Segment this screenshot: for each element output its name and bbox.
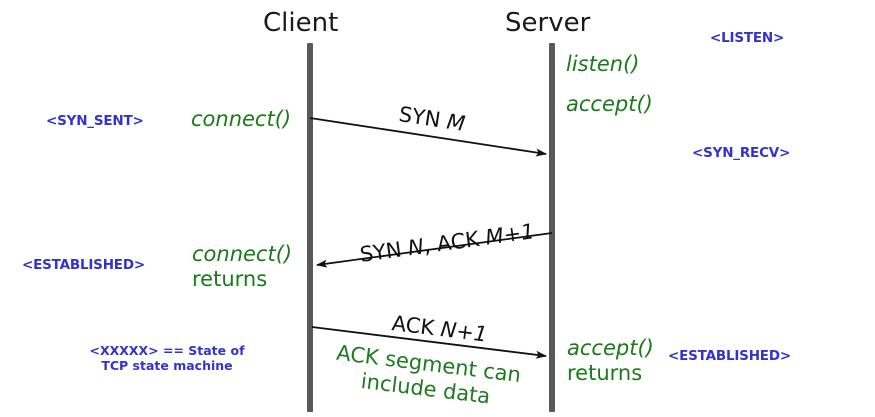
api-call-client-connect: connect()	[191, 107, 291, 132]
state-label-client-established: <ESTABLISHED>	[22, 257, 145, 273]
state-label-server-established: <ESTABLISHED>	[668, 348, 791, 364]
api-call-server-accept: accept()	[566, 92, 653, 117]
participant-title-server: Server	[505, 8, 591, 38]
api-call-accept-returns-call: accept()	[567, 336, 654, 360]
message-label-syn-m-var: M	[445, 109, 467, 136]
api-call-client-connect-returns: connect()returns	[192, 242, 292, 292]
legend-line-1: <XXXXX> == State of	[89, 343, 245, 358]
lifeline-client	[307, 43, 313, 412]
lifeline-server	[549, 43, 555, 412]
arrow-syn-m	[309, 117, 547, 157]
api-call-server-accept-label: accept()	[566, 92, 653, 116]
legend-line-2: TCP state machine	[101, 358, 233, 373]
state-label-server-syn-recv: <SYN_RECV>	[692, 145, 791, 161]
api-call-server-listen: listen()	[566, 52, 639, 77]
api-call-connect-returns-word: returns	[192, 267, 268, 291]
api-call-connect-returns-call: connect()	[192, 242, 293, 266]
state-label-client-syn-sent: <SYN_SENT>	[46, 113, 144, 129]
arrow-syn-n-ack-m1	[316, 232, 553, 268]
api-call-client-connect-label: connect()	[191, 107, 292, 131]
api-call-server-accept-returns: accept()returns	[567, 336, 654, 386]
api-call-server-listen-label: listen()	[566, 52, 640, 76]
api-call-accept-returns-word: returns	[567, 361, 643, 385]
arrow-ack-n1	[311, 326, 547, 359]
participant-title-client: Client	[263, 8, 339, 38]
state-label-server-listen: <LISTEN>	[710, 30, 785, 46]
